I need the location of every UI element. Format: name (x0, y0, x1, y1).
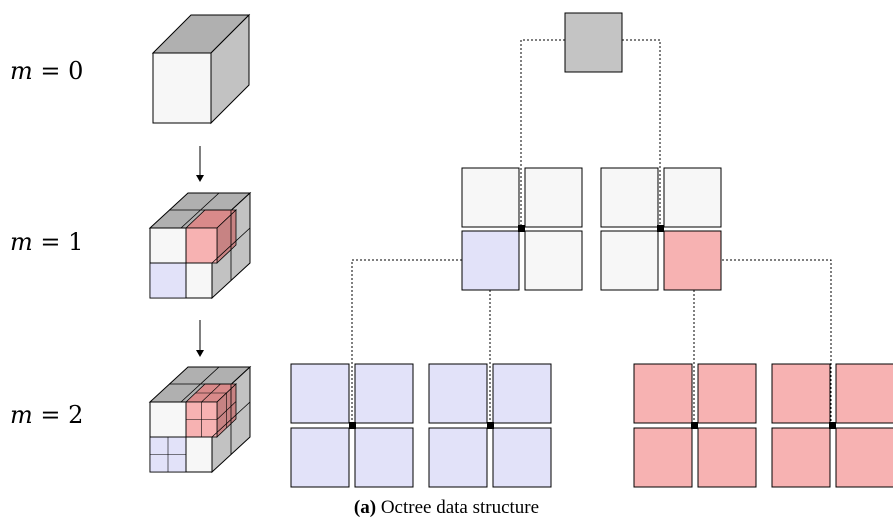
level2-red-group-2 (771, 363, 893, 488)
tree-links (351, 39, 832, 425)
figure-caption: (a) Octree data structure (0, 497, 893, 519)
caption-tag: (a) (353, 497, 377, 518)
level1-blue-node (461, 230, 520, 291)
level-label-2: m = 2 (10, 401, 84, 429)
level-label-0: m = 0 (10, 57, 84, 85)
level-label-1: m = 1 (10, 228, 84, 256)
cube-level-2 (148, 365, 252, 474)
level1-node-group-b (600, 167, 722, 291)
root-node (564, 12, 623, 73)
junction-dots (349, 225, 836, 429)
cube-level-1 (148, 191, 252, 300)
level2-blue-group-1 (290, 363, 414, 488)
level2-red-group-1 (633, 363, 757, 488)
level1-node-group-a (461, 167, 583, 291)
level2-blue-group-2 (428, 363, 552, 488)
caption-text: Octree data structure (380, 497, 540, 518)
level1-red-node (663, 230, 722, 291)
cube-level-0 (151, 13, 251, 125)
